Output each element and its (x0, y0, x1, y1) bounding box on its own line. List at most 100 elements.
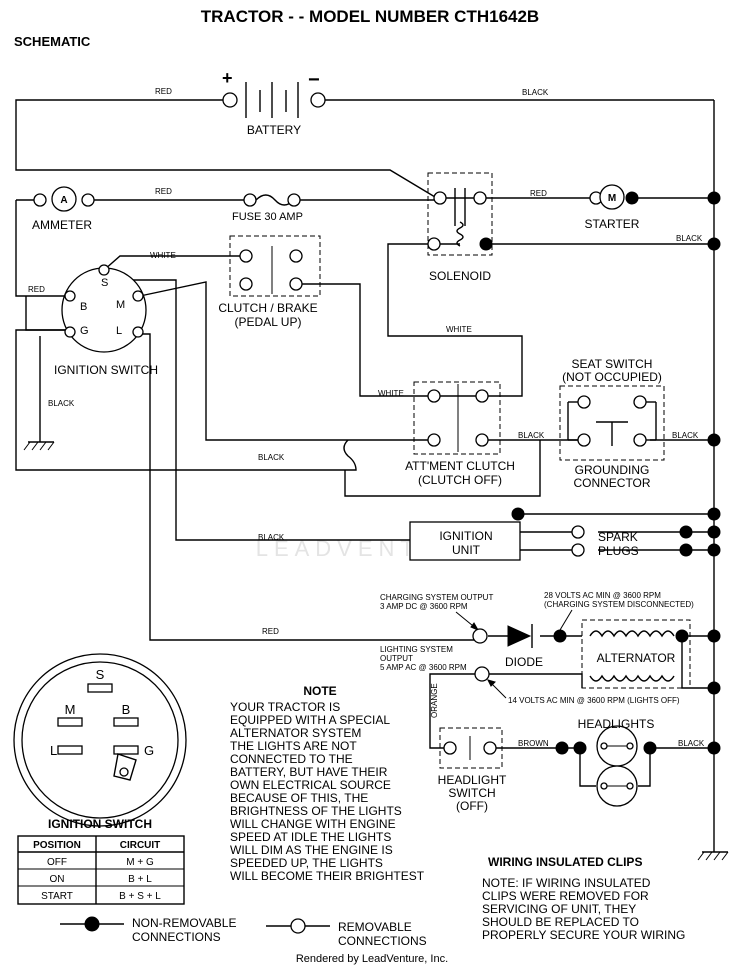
ignition-unit-label-2: UNIT (452, 543, 481, 557)
legend-nonremovable-1: NON-REMOVABLE (132, 916, 236, 930)
headlights: HEADLIGHTS (555, 717, 657, 807)
wire-label-white-s: WHITE (150, 251, 176, 260)
switch-terminal-b: B (80, 301, 87, 313)
legend-removable-dot (290, 918, 306, 934)
diode-label: DIODE (505, 655, 543, 669)
battery-plus-label: + (222, 68, 233, 88)
starter: M STARTER (585, 184, 721, 231)
clutch-brake-label-2: (PEDAL UP) (235, 315, 302, 329)
note-line: SPEEDED UP, THE LIGHTS (230, 856, 383, 870)
seat-switch-outline (559, 385, 665, 461)
table-header-circuit: CIRCUIT (120, 840, 161, 851)
wire-label-brown: BROWN (518, 739, 549, 748)
headlight-switch-outline (439, 727, 503, 769)
spark-label-1: SPARK (598, 530, 638, 544)
clutch-brake-label-1: CLUTCH / BRAKE (218, 301, 317, 315)
seat-switch-label-2: (NOT OCCUPIED) (562, 370, 662, 384)
attment-clutch-outline (413, 381, 501, 455)
solenoid-outline (427, 172, 493, 256)
volts14-label: 14 VOLTS AC MIN @ 3600 RPM (LIGHTS OFF) (508, 696, 680, 705)
wire-label-black-solenoid: BLACK (676, 234, 703, 243)
detail-terminal-m: M (65, 702, 76, 717)
attment-label-2: (CLUTCH OFF) (418, 473, 502, 487)
note-line: CONNECTED TO THE (230, 752, 353, 766)
wire-label-black-seat: BLACK (672, 431, 699, 440)
note-line: WILL DIM AS THE ENGINE IS (230, 843, 393, 857)
table-header-position: POSITION (33, 840, 81, 851)
charging-label-2: 3 AMP DC @ 3600 RPM (380, 602, 468, 611)
charging-label-1: CHARGING SYSTEM OUTPUT (380, 593, 493, 602)
table-cell: M + G (126, 857, 154, 868)
grounding-label-1: GROUNDING (575, 463, 650, 477)
lighting-output-terminal (474, 666, 490, 682)
wire-label-red-top: RED (155, 87, 172, 96)
legend: NON-REMOVABLE CONNECTIONS REMOVABLE CONN… (60, 916, 427, 948)
wire-label-red-switch: RED (28, 285, 45, 294)
note-line: BRIGHTNESS OF THE LIGHTS (230, 804, 402, 818)
wire-label-black-headlights: BLACK (678, 739, 705, 748)
wire-label-red-starter: RED (530, 189, 547, 198)
footer-credit: Rendered by LeadVenture, Inc. (296, 953, 448, 965)
table-cell: START (41, 891, 73, 902)
clips-line: CLIPS WERE REMOVED FOR (482, 889, 649, 903)
ignition-switch-label: IGNITION SWITCH (54, 363, 158, 377)
detail-terminal-b: B (122, 702, 131, 717)
ammeter: A AMMETER (32, 186, 95, 232)
wire-label-white-attment: WHITE (378, 389, 404, 398)
page-subtitle: SCHEMATIC (14, 34, 91, 49)
wire-label-black-ground: BLACK (48, 399, 75, 408)
battery-label: BATTERY (247, 123, 301, 137)
alternator: ALTERNATOR (589, 629, 689, 682)
wire-label-white-solenoid: WHITE (446, 325, 472, 334)
headlights-label: HEADLIGHTS (578, 717, 655, 731)
clips-heading: WIRING INSULATED CLIPS (488, 855, 642, 869)
legend-removable-1: REMOVABLE (338, 920, 412, 934)
wire-label-red-diode: RED (262, 627, 279, 636)
solenoid: SOLENOID (427, 188, 493, 283)
table-cell: ON (50, 874, 65, 885)
switch-terminal-g: G (80, 325, 89, 337)
table-cell: B + S + L (119, 891, 161, 902)
detail-terminal-l: L (50, 743, 57, 758)
volts28-label-2: (CHARGING SYSTEM DISCONNECTED) (544, 600, 694, 609)
clips-line: NOTE: IF WIRING INSULATED (482, 876, 651, 890)
clips-line: SERVICING OF UNIT, THEY (482, 902, 636, 916)
detail-terminal-s: S (96, 667, 105, 682)
ignition-table-title: IGNITION SWITCH (48, 817, 152, 831)
switch-outlines (229, 172, 691, 769)
ignition-unit-label-1: IGNITION (439, 529, 492, 543)
clips-line: PROPERLY SECURE YOUR WIRING (482, 928, 685, 942)
note-heading: NOTE (303, 684, 336, 698)
wires (15, 99, 715, 852)
seat-switch: SEAT SWITCH (NOT OCCUPIED) GROUNDING CON… (562, 357, 662, 490)
seat-switch-label-1: SEAT SWITCH (572, 357, 653, 371)
clips-line: SHOULD BE REPLACED TO (482, 915, 639, 929)
ignition-switch: S B M G L IGNITION SWITCH (54, 264, 158, 377)
legend-removable-2: CONNECTIONS (338, 934, 427, 948)
fuse: FUSE 30 AMP (232, 193, 303, 223)
note-line: OWN ELECTRICAL SOURCE (230, 778, 391, 792)
table-cell: OFF (47, 857, 67, 868)
ammeter-symbol: A (60, 195, 67, 206)
starter-symbol: M (608, 193, 616, 204)
battery-minus-label: − (308, 69, 320, 91)
wire-label-black-mid: BLACK (258, 453, 285, 462)
solenoid-label: SOLENOID (429, 269, 491, 283)
lighting-label-2: OUTPUT (380, 654, 413, 663)
clips-note: WIRING INSULATED CLIPS NOTE: IF WIRING I… (482, 855, 685, 942)
note-line: ALTERNATOR SYSTEM (230, 726, 361, 740)
spark-plugs: SPARK PLUGS (571, 525, 693, 558)
lighting-label-1: LIGHTING SYSTEM (380, 645, 453, 654)
ignition-unit: IGNITION UNIT (409, 507, 525, 561)
ignition-table: IGNITION SWITCH POSITION CIRCUIT OFF M +… (17, 817, 185, 905)
note-line: WILL BECOME THEIR BRIGHTEST (230, 869, 425, 883)
headlight-switch-label-1: HEADLIGHT (438, 773, 507, 787)
attment-clutch-switch: ATT'MENT CLUTCH (CLUTCH OFF) (405, 384, 515, 487)
switch-terminal-s: S (101, 277, 108, 289)
clutch-brake-outline (229, 235, 321, 297)
wire-label-black-attment: BLACK (518, 431, 545, 440)
note-line: SPEED AT IDLE THE LIGHTS (230, 830, 391, 844)
ammeter-label: AMMETER (32, 218, 92, 232)
